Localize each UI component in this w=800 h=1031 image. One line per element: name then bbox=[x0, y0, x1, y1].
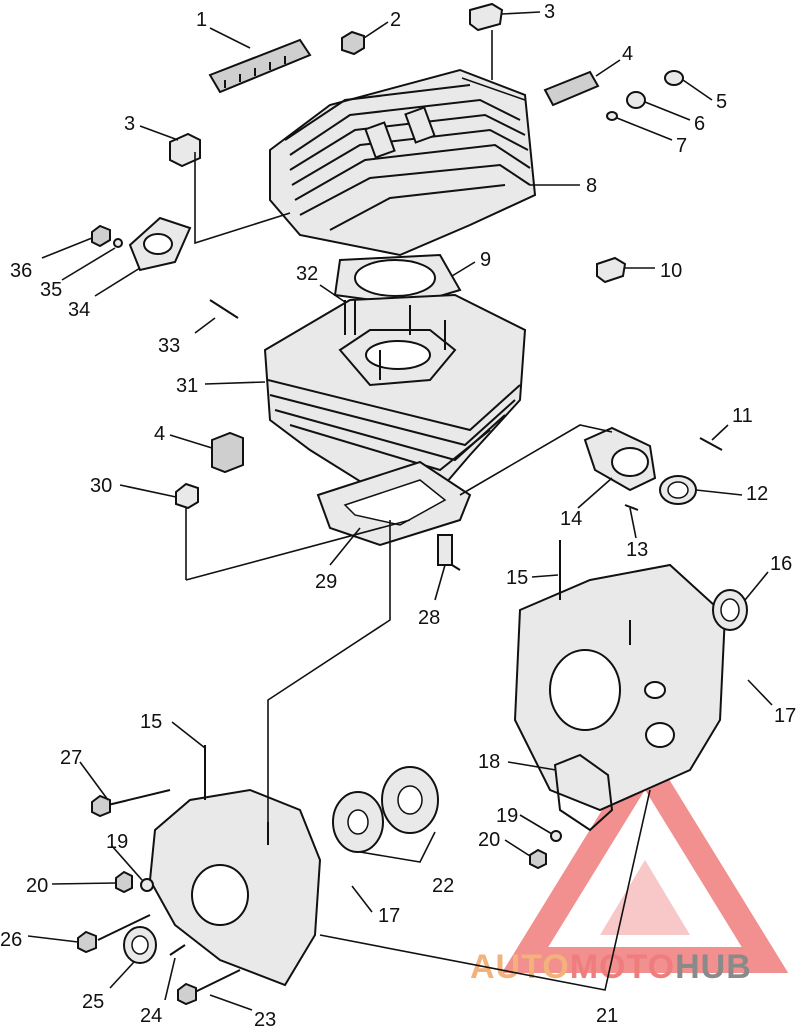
cylinder-head bbox=[269, 68, 537, 257]
part-16-oil-seal bbox=[712, 589, 748, 631]
part-23-bolt bbox=[177, 969, 241, 1006]
callout-33: 33 bbox=[158, 335, 180, 357]
callout-6: 6 bbox=[694, 113, 705, 135]
part-18-cover-gasket bbox=[553, 753, 614, 832]
part-1-fin-damper bbox=[208, 38, 312, 94]
callout-4-top: 4 bbox=[622, 43, 633, 65]
callout-16: 16 bbox=[770, 553, 792, 575]
callout-22: 22 bbox=[432, 875, 454, 897]
callout-11: 11 bbox=[732, 405, 753, 427]
watermark-text: AUTOMOTOHUB bbox=[470, 948, 752, 986]
part-28-valve bbox=[437, 534, 461, 571]
part-9-head-gasket bbox=[333, 253, 462, 307]
callout-17-right: 17 bbox=[774, 705, 796, 727]
part-10-block bbox=[596, 256, 627, 284]
callout-26: 26 bbox=[0, 929, 22, 951]
callout-20-left: 20 bbox=[26, 875, 48, 897]
callout-31: 31 bbox=[176, 375, 198, 397]
callout-7: 7 bbox=[676, 135, 687, 157]
part-26-bolt bbox=[77, 914, 151, 954]
part-13-screw bbox=[624, 504, 639, 511]
part-29-base-gasket bbox=[316, 460, 472, 547]
part-25-oil-seal bbox=[123, 926, 157, 964]
callout-3-top: 3 bbox=[544, 1, 555, 23]
callout-21: 21 bbox=[596, 1005, 618, 1027]
part-12-clamp bbox=[659, 475, 697, 505]
callout-27: 27 bbox=[60, 747, 82, 769]
right-crankcase-half bbox=[513, 540, 727, 812]
part-27-bolt bbox=[91, 789, 171, 818]
part-22-bearings bbox=[332, 766, 439, 853]
part-4-damper-left bbox=[211, 431, 244, 474]
part-2-nut bbox=[341, 30, 365, 56]
part-24-screw bbox=[169, 944, 186, 956]
callout-8: 8 bbox=[586, 175, 597, 197]
callout-15-left: 15 bbox=[140, 711, 162, 733]
callout-12: 12 bbox=[746, 483, 768, 505]
callout-30: 30 bbox=[90, 475, 112, 497]
callout-1: 1 bbox=[196, 9, 207, 31]
callout-13: 13 bbox=[626, 539, 648, 561]
callout-3-left: 3 bbox=[124, 113, 135, 135]
parts-19-20-right-fasteners bbox=[529, 830, 562, 870]
watermark-moto: MOTO bbox=[570, 948, 675, 986]
part-33-stud bbox=[209, 299, 239, 319]
cylinder bbox=[263, 293, 527, 502]
watermark-logo bbox=[501, 740, 789, 973]
callout-24: 24 bbox=[140, 1005, 162, 1027]
callout-9: 9 bbox=[480, 249, 491, 271]
parts-19-20-left-fasteners bbox=[115, 870, 154, 894]
part-14-intake-flange bbox=[583, 426, 657, 492]
watermark-hub: HUB bbox=[675, 948, 752, 986]
callout-32: 32 bbox=[296, 263, 318, 285]
callout-18: 18 bbox=[478, 751, 500, 773]
parts-5-6-7-fasteners bbox=[606, 70, 684, 121]
callout-5: 5 bbox=[716, 91, 727, 113]
parts-34-35-36-flange bbox=[91, 216, 192, 272]
callout-34: 34 bbox=[68, 299, 90, 321]
left-crankcase-half bbox=[148, 745, 322, 987]
callout-19-left: 19 bbox=[106, 831, 128, 853]
callout-4-left: 4 bbox=[154, 423, 165, 445]
part-4-damper-top bbox=[543, 70, 600, 107]
callout-20-right: 20 bbox=[478, 829, 500, 851]
callout-23: 23 bbox=[254, 1009, 276, 1031]
callout-10: 10 bbox=[660, 260, 682, 282]
callout-2: 2 bbox=[390, 9, 401, 31]
callout-36: 36 bbox=[10, 260, 32, 282]
part-3-block-left bbox=[169, 132, 201, 168]
callout-29: 29 bbox=[315, 571, 337, 593]
leader-lines bbox=[27, 11, 773, 1011]
callout-15-right: 15 bbox=[506, 567, 528, 589]
callout-19-right: 19 bbox=[496, 805, 518, 827]
callout-28: 28 bbox=[418, 607, 440, 629]
callout-17-left: 17 bbox=[378, 905, 400, 927]
callout-25: 25 bbox=[82, 991, 104, 1013]
part-30-nut bbox=[175, 482, 199, 510]
callout-35: 35 bbox=[40, 279, 62, 301]
part-11-screw bbox=[699, 437, 723, 451]
part-3-block-top bbox=[469, 2, 504, 32]
callout-14: 14 bbox=[560, 508, 582, 530]
